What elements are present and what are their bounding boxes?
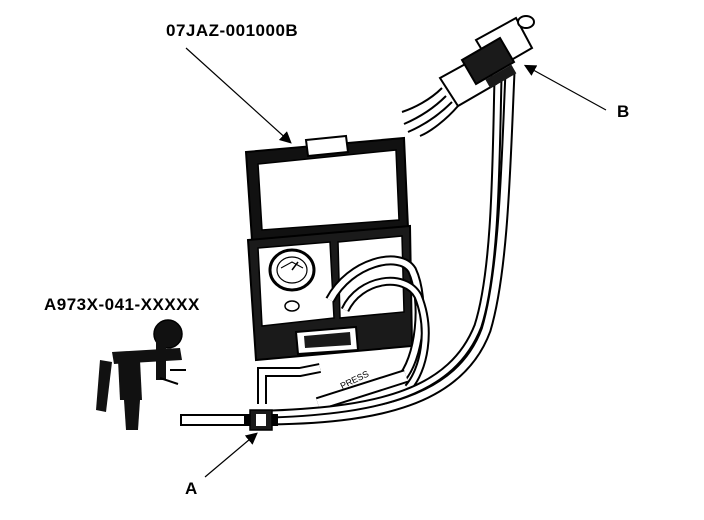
vacuum-pump-icon bbox=[96, 319, 186, 430]
hose-set bbox=[180, 71, 516, 426]
callout-a: A bbox=[185, 479, 198, 498]
pressure-gauge-icon bbox=[268, 248, 316, 312]
t-fitting-icon bbox=[244, 409, 278, 431]
connector-icon bbox=[401, 15, 535, 137]
callout-b: B bbox=[617, 102, 630, 121]
callout-leaders bbox=[185, 47, 607, 478]
vacuum-pump-part-number: A973X-041-XXXXX bbox=[44, 295, 200, 314]
tester-part-number: 07JAZ-001000B bbox=[166, 21, 299, 40]
tester-case-icon bbox=[244, 134, 414, 362]
